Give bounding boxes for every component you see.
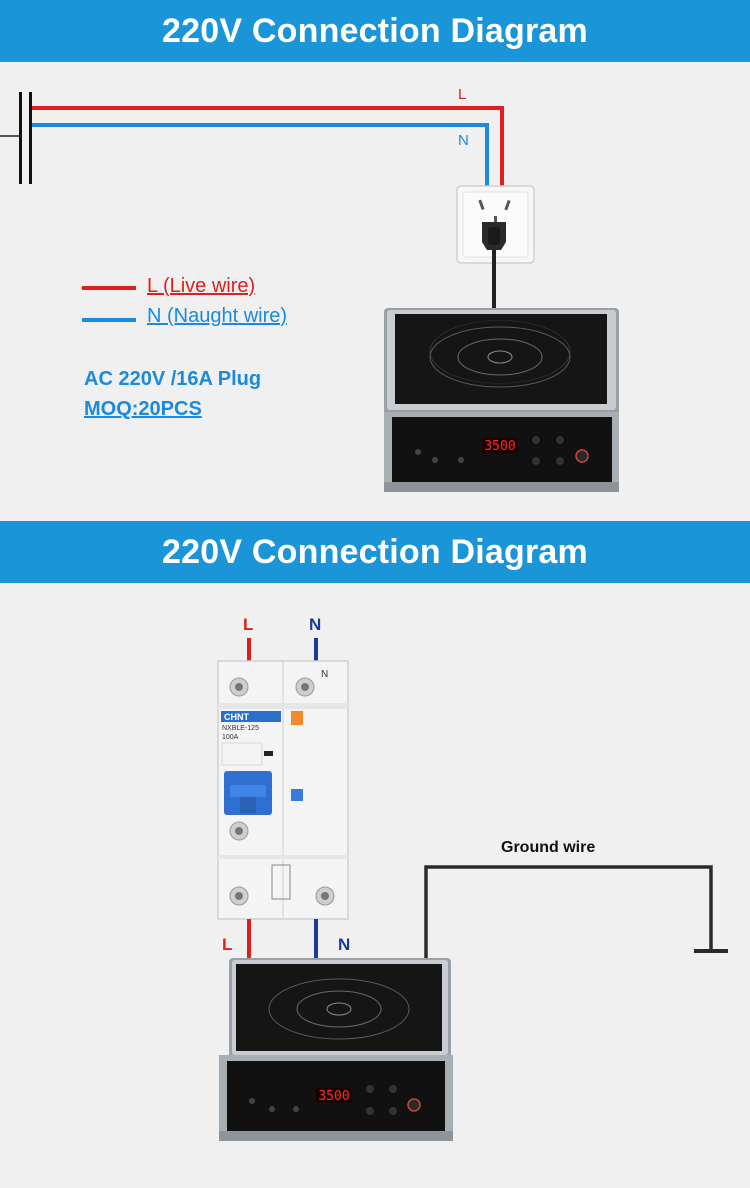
breaker-top-label-l: L	[243, 615, 254, 634]
legend-label-live: L (Live wire)	[147, 275, 256, 297]
section2-title: 220V Connection Diagram	[0, 521, 750, 583]
circuit-breaker-icon: CHNT NXBLE-125 100A	[217, 660, 349, 920]
wall-socket-icon	[456, 185, 535, 264]
spec-line: AC 220V /16A Plug	[84, 368, 262, 390]
induction-cooktop-1: 3500	[384, 308, 619, 492]
ground-wire-label: Ground wire	[501, 839, 596, 856]
section2-panel: CHNT NXBLE-125 100A	[0, 583, 750, 1188]
breaker-brand: CHNT	[224, 712, 249, 722]
breaker-terminal-n: N	[321, 669, 329, 680]
section1-title: 220V Connection Diagram	[0, 0, 750, 62]
wire-label-l: L	[458, 86, 467, 103]
legend-swatch-neutral	[82, 318, 136, 322]
legend-swatch-live	[82, 286, 136, 290]
legend-label-neutral: N (Naught wire)	[147, 305, 288, 327]
section1-diagram: 3500	[0, 92, 619, 492]
moq-label: MOQ:20PCS	[84, 398, 202, 420]
wire-label-n: N	[458, 132, 469, 149]
neutral-wire	[32, 123, 489, 187]
breaker-rating: 100A	[222, 734, 239, 741]
power-source-icon	[0, 92, 32, 184]
breaker-model: NXBLE-125	[222, 725, 259, 732]
section1-panel: 3500 L N L (Live wire) N (Naught wire) A…	[0, 62, 750, 521]
live-wire	[32, 106, 504, 187]
cooktop-2-display: 3500	[318, 1089, 349, 1104]
breaker-bottom-label-l: L	[222, 935, 233, 954]
cooktop-1-display: 3500	[484, 439, 515, 454]
section2-diagram: CHNT NXBLE-125 100A	[217, 638, 728, 1141]
breaker-top-label-n: N	[309, 615, 322, 634]
breaker-bottom-label-n: N	[338, 935, 351, 954]
ground-wire	[424, 865, 713, 961]
induction-cooktop-2: 3500	[219, 958, 453, 1141]
